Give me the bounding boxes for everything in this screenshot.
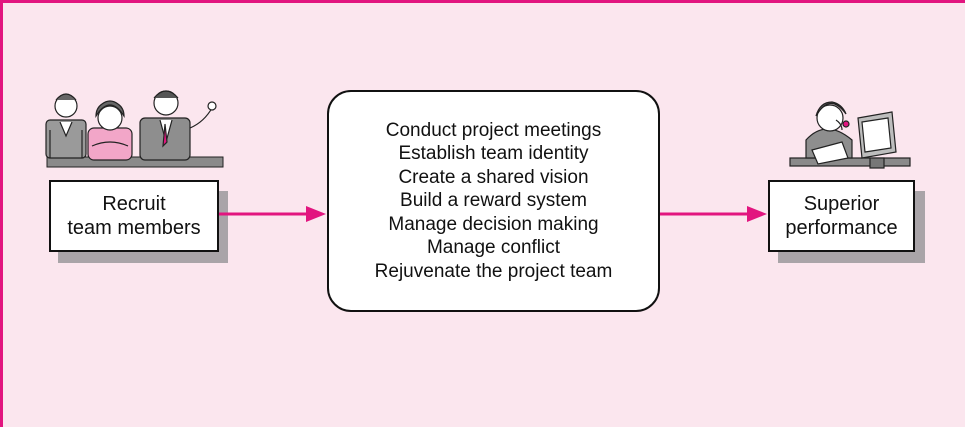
superior-performance-line-2: performance xyxy=(785,217,898,239)
top-border xyxy=(0,0,965,3)
team-building-activities-box: Conduct project meetings Establish team … xyxy=(327,90,660,312)
recruit-team-line-1: Recruit xyxy=(102,193,166,215)
activity-item: Manage decision making xyxy=(388,213,599,235)
activity-item: Establish team identity xyxy=(398,143,589,165)
arrow-recruit-to-activities xyxy=(219,206,326,222)
left-border xyxy=(0,0,3,427)
superior-performance-line-1: Superior xyxy=(803,193,880,215)
activity-item: Conduct project meetings xyxy=(385,119,602,141)
arrow-activities-to-performance xyxy=(660,206,767,222)
activity-item: Rejuvenate the project team xyxy=(374,260,613,282)
recruit-team-line-2: team members xyxy=(67,217,201,239)
activity-item: Manage conflict xyxy=(426,237,561,259)
recruit-team-box: Recruit team members xyxy=(49,180,219,252)
activity-item: Create a shared vision xyxy=(398,166,589,188)
superior-performance-box: Superior performance xyxy=(768,180,915,252)
activity-item: Build a reward system xyxy=(400,190,587,212)
